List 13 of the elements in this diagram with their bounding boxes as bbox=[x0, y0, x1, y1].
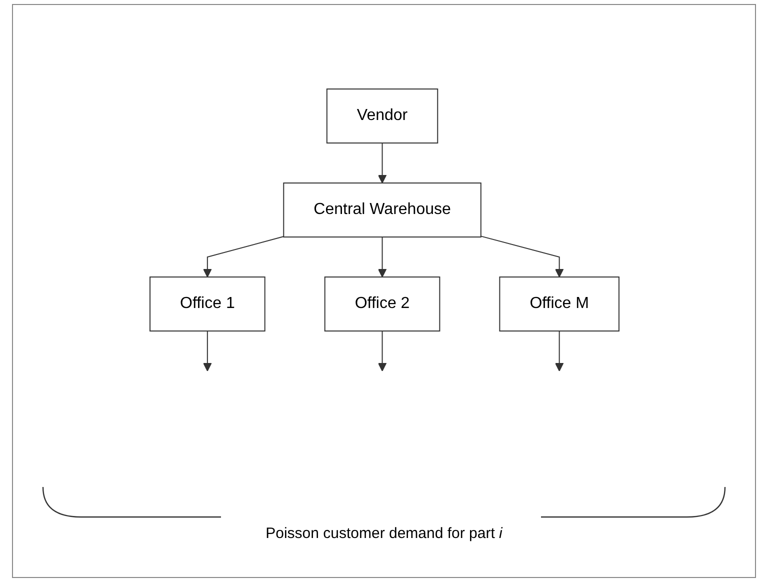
node-box: Central Warehouse bbox=[282, 182, 481, 238]
arrow bbox=[554, 330, 564, 372]
node-box: Vendor bbox=[326, 88, 438, 144]
arrow bbox=[480, 236, 564, 278]
caption-text: Poisson customer demand for part i bbox=[264, 525, 504, 542]
node-box: Office 1 bbox=[149, 276, 265, 332]
node-box: Office M bbox=[498, 276, 619, 332]
arrow bbox=[202, 330, 212, 372]
arrow bbox=[377, 330, 386, 372]
arrow bbox=[377, 236, 386, 278]
arrow bbox=[377, 142, 386, 184]
arrow bbox=[202, 236, 284, 278]
node-box: Office 2 bbox=[324, 276, 440, 332]
